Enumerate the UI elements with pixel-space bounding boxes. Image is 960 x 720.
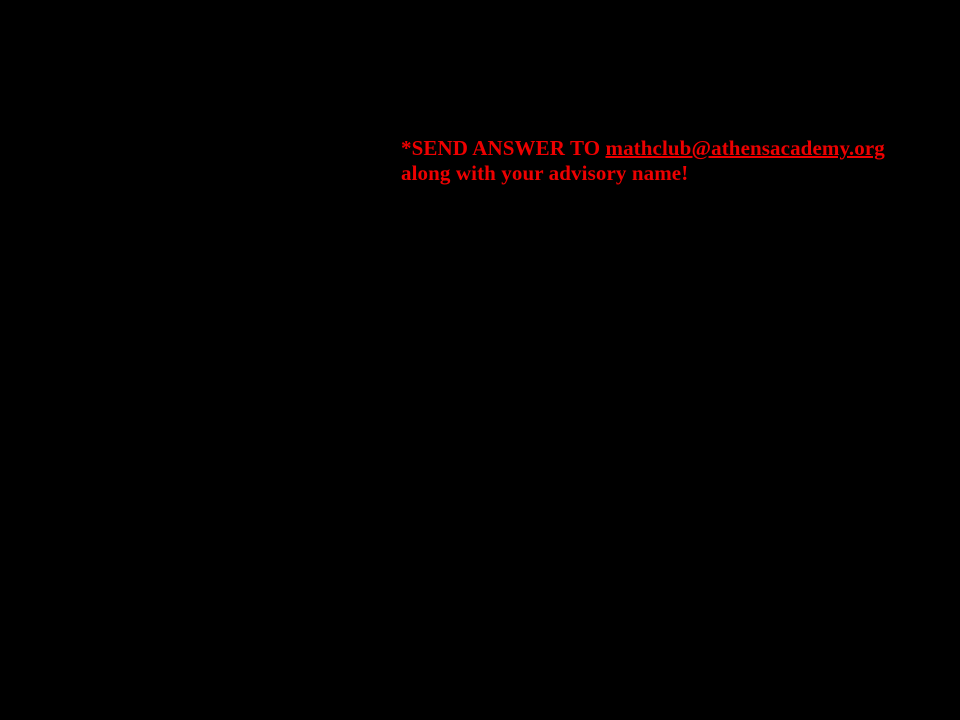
send-answer-note: *SEND ANSWER TO mathclub@athensacademy.o… [401,136,931,186]
send-answer-instruction-line: *SEND ANSWER TO mathclub@athensacademy.o… [401,136,931,161]
mathclub-email-link[interactable]: mathclub@athensacademy.org [605,136,885,160]
advisory-name-instruction-line: along with your advisory name! [401,161,689,185]
asterisk-marker: * [401,136,412,160]
send-answer-label: SEND ANSWER TO [411,136,606,160]
